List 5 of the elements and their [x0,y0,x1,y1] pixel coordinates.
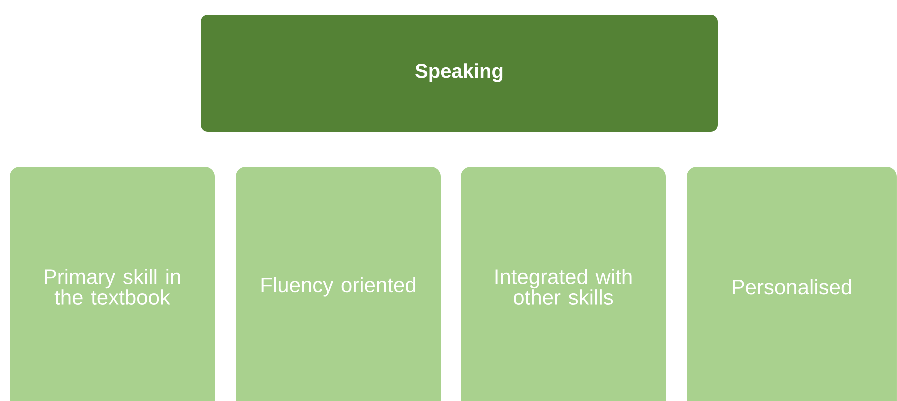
title-box: Speaking [201,15,718,132]
topic-box: Fluency oriented [236,167,441,401]
topic-box: Personalised [687,167,897,401]
topic-box: Integrated with other skills [461,167,666,401]
topic-box: Primary skill in the textbook [10,167,215,401]
